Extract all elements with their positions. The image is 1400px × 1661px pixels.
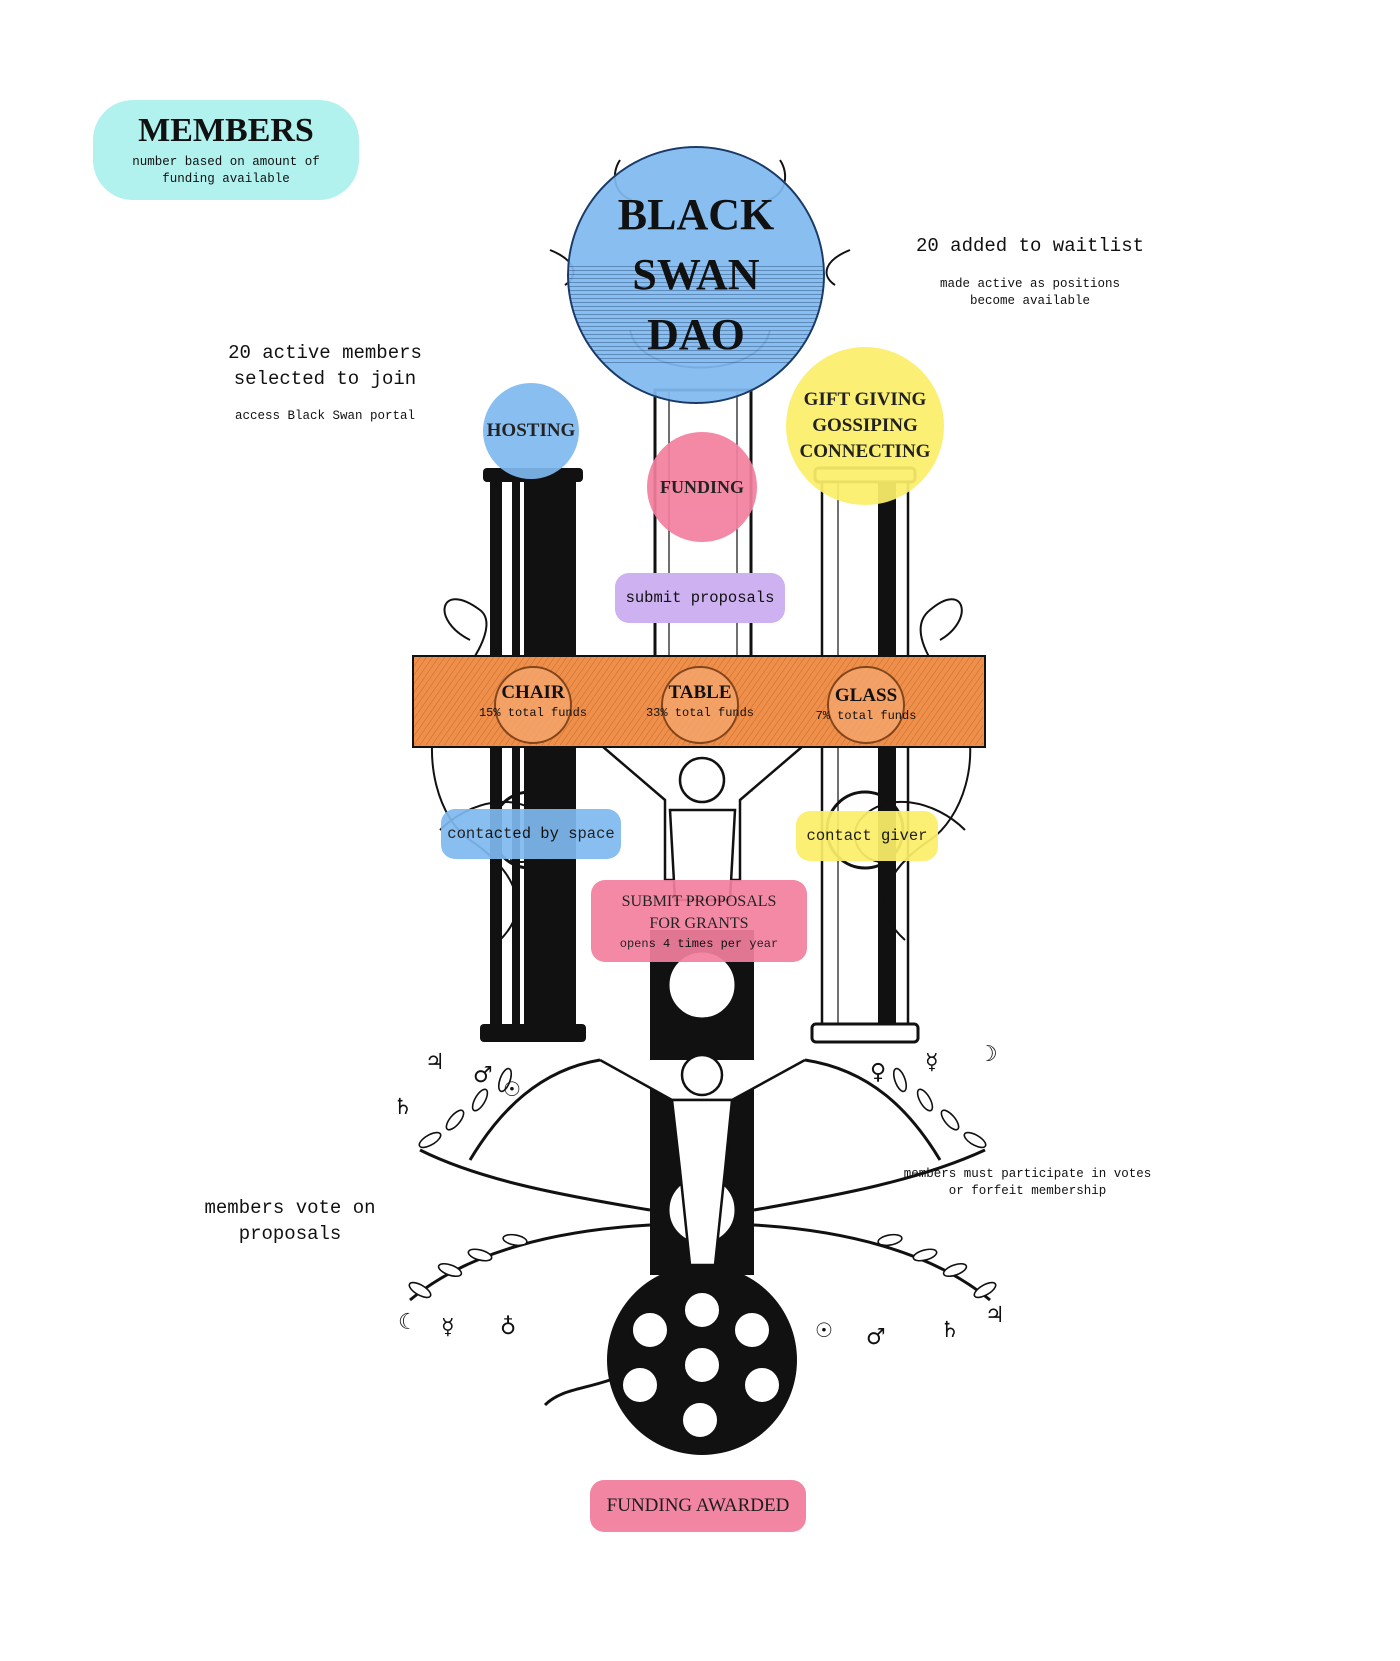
gift-line-3: CONNECTING xyxy=(799,441,931,462)
waitlist-title: 20 added to waitlist xyxy=(915,235,1145,257)
left-pillar xyxy=(480,468,586,1042)
gift-giving-circle: GIFT GIVING GOSSIPING CONNECTING xyxy=(786,347,944,505)
chair-title: CHAIR xyxy=(501,682,565,703)
dao-line-3: DAO xyxy=(647,310,745,359)
submit-proposals-label: submit proposals xyxy=(625,589,775,607)
glyph-left-bottom-1: ☾ xyxy=(398,1310,418,1335)
gift-line-1: GIFT GIVING xyxy=(803,389,927,410)
glyph-left-bottom-3: ♁ xyxy=(500,1315,517,1340)
dao-hatch xyxy=(567,146,825,404)
active-members-note: access Black Swan portal xyxy=(234,409,416,423)
grants-line-2: FOR GRANTS xyxy=(649,915,749,932)
table-title: TABLE xyxy=(668,682,732,703)
participate-note: members must participate in votes or for… xyxy=(903,1167,1152,1198)
branches xyxy=(409,1058,991,1302)
table-sub: 33% total funds xyxy=(645,706,755,720)
funding-circle: FUNDING xyxy=(647,432,757,542)
glass-sub: 7% total funds xyxy=(815,709,917,723)
chair-sub: 15% total funds xyxy=(478,706,588,720)
submit-grants-box: SUBMIT PROPOSALS FOR GRANTS opens 4 time… xyxy=(591,880,807,962)
bar-item-glass: GLASS 7% total funds xyxy=(786,674,946,734)
glyph-right-top-3: ☽ xyxy=(978,1042,998,1067)
categories-bar: CHAIR 15% total funds TABLE 33% total fu… xyxy=(412,655,986,748)
grants-sub: opens 4 times per year xyxy=(619,937,779,951)
submit-proposals-pill: submit proposals xyxy=(615,573,785,623)
bar-item-chair: CHAIR 15% total funds xyxy=(453,671,613,731)
glyph-left-top-4: ♄ xyxy=(393,1095,413,1120)
glyph-right-bottom-2: ♂ xyxy=(866,1325,886,1350)
glyph-right-top-2: ☿ xyxy=(925,1050,939,1075)
members-box: MEMBERS number based on amount of fundin… xyxy=(93,100,359,200)
glyph-right-bottom-3: ♄ xyxy=(940,1318,960,1343)
funding-label: FUNDING xyxy=(660,476,744,497)
vote-title: members vote on proposals xyxy=(204,1197,376,1245)
glyph-right-bottom-4: ♃ xyxy=(985,1303,1005,1328)
members-title: MEMBERS xyxy=(138,112,314,149)
funding-awarded-label: FUNDING AWARDED xyxy=(606,1495,790,1516)
glyph-left-top-1: ♃ xyxy=(425,1050,445,1075)
glyph-left-top-3: ☉ xyxy=(503,1077,521,1101)
dao-title: BLACK SWAN DAO xyxy=(567,180,825,370)
leaves xyxy=(408,1067,997,1299)
waitlist-note: made active as positions become availabl… xyxy=(939,277,1121,308)
right-pillar xyxy=(810,466,920,1044)
hosting-label: HOSTING xyxy=(486,420,576,441)
glyph-left-bottom-2: ☿ xyxy=(441,1315,455,1340)
grants-line-1: SUBMIT PROPOSALS xyxy=(621,893,777,910)
glass-title: GLASS xyxy=(834,685,898,706)
glyph-left-top-2: ♂ xyxy=(473,1063,493,1088)
contacted-by-space-pill: contacted by space xyxy=(441,809,621,859)
bar-item-table: TABLE 33% total funds xyxy=(620,671,780,731)
gift-line-2: GOSSIPING xyxy=(812,415,918,436)
hosting-circle: HOSTING xyxy=(483,383,579,479)
glyph-right-top-1: ♀ xyxy=(870,1060,887,1085)
glyph-right-bottom-1: ☉ xyxy=(815,1318,833,1342)
contact-giver-pill: contact giver xyxy=(796,811,938,861)
dao-line-2: SWAN xyxy=(632,250,760,299)
upper-figure xyxy=(594,739,811,902)
lower-figure xyxy=(599,1053,806,1267)
globe xyxy=(543,1265,797,1455)
dao-line-1: BLACK xyxy=(617,190,775,239)
contacted-by-space-label: contacted by space xyxy=(447,825,615,843)
members-subtitle: number based on amount of funding availa… xyxy=(132,155,320,186)
funding-awarded-pill: FUNDING AWARDED xyxy=(590,1480,806,1532)
active-members-title: 20 active members selected to join xyxy=(228,342,422,390)
contact-giver-label: contact giver xyxy=(806,827,928,845)
